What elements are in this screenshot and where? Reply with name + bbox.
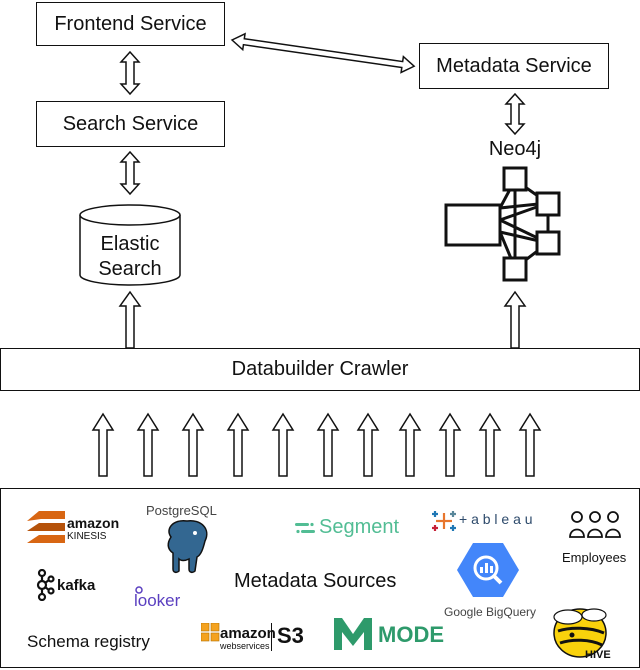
employees-text: Employees <box>562 550 627 565</box>
crawler-elastic-arrow <box>118 290 142 349</box>
crawler-neo4j-arrow <box>503 290 527 349</box>
bigquery-icon <box>457 543 519 597</box>
neo4j-label: Neo4j <box>488 138 542 160</box>
segment-text: Segment <box>319 516 400 538</box>
source-arrow <box>438 412 462 477</box>
frontend-service-node: Frontend Service <box>36 2 225 46</box>
search-service-label: Search Service <box>62 112 199 135</box>
metadata-sources-panel: amazon KINESIS PostgreSQL Segment + a b … <box>0 488 640 668</box>
source-arrow <box>478 412 502 477</box>
mode-icon <box>334 618 372 650</box>
metadata-service-label: Metadata Service <box>436 54 592 77</box>
frontend-metadata-arrow <box>230 32 416 74</box>
search-elastic-arrow <box>119 150 141 196</box>
frontend-search-arrow <box>119 50 141 96</box>
schema-registry-text: Schema registry <box>27 632 150 651</box>
amazon-kinesis-icon <box>27 511 65 543</box>
source-arrow <box>181 412 205 477</box>
source-arrow <box>226 412 250 477</box>
amazon-kinesis-text-1: amazon <box>67 515 120 531</box>
looker-text: looker <box>134 591 181 610</box>
mode-text: MODE <box>378 622 444 647</box>
neo4j-graph-icon <box>444 166 561 282</box>
frontend-service-label: Frontend Service <box>54 12 207 35</box>
elastic-search-label: Elastic Search <box>80 232 180 282</box>
looker-icon <box>135 586 143 594</box>
aws-cubes-icon <box>201 623 220 642</box>
metadata-sources-title: Metadata Sources <box>234 570 397 592</box>
source-arrow <box>316 412 340 477</box>
aws-text-2: webservices <box>220 641 270 651</box>
source-arrow <box>91 412 115 477</box>
aws-divider <box>271 623 272 651</box>
databuilder-crawler-label: Databuilder Crawler <box>231 358 409 380</box>
s3-text: S3 <box>277 623 304 648</box>
hive-bee-icon <box>553 608 607 658</box>
kafka-text: kafka <box>57 577 96 594</box>
elastic-label-line2: Search <box>98 258 162 280</box>
source-arrow <box>136 412 160 477</box>
aws-text-1: amazon <box>220 625 276 642</box>
databuilder-crawler-node: Databuilder Crawler <box>0 348 640 391</box>
elastic-label-line1: Elastic <box>100 233 160 255</box>
tableau-icon <box>432 511 456 531</box>
employees-icon <box>569 511 621 538</box>
bigquery-text: Google BigQuery <box>444 605 537 619</box>
postgresql-text: PostgreSQL <box>146 503 217 518</box>
segment-icon <box>295 522 315 534</box>
search-service-node: Search Service <box>36 101 225 147</box>
hive-text: HIVE <box>585 649 611 661</box>
metadata-neo4j-arrow <box>504 92 526 136</box>
metadata-service-node: Metadata Service <box>419 43 609 89</box>
source-arrow <box>518 412 542 477</box>
amazon-kinesis-text-2: KINESIS <box>67 531 107 542</box>
elastic-cylinder-shape <box>79 204 181 286</box>
tableau-text: + a b l e a u <box>459 511 533 527</box>
source-arrow <box>356 412 380 477</box>
postgresql-elephant-icon <box>167 520 208 574</box>
source-arrow <box>271 412 295 477</box>
kafka-icon <box>36 569 55 601</box>
source-arrow <box>398 412 422 477</box>
source-arrows <box>91 412 542 477</box>
